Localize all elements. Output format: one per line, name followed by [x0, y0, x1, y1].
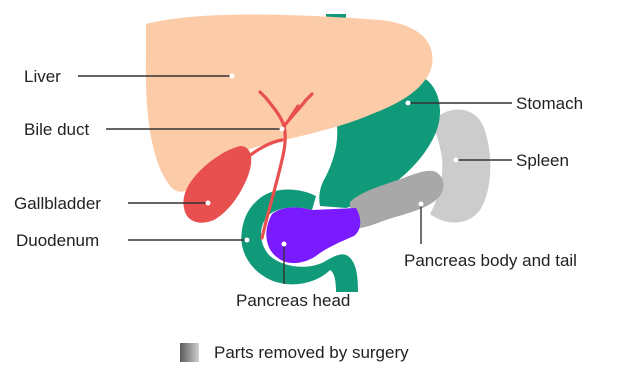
label-duodenum: Duodenum [16, 231, 99, 250]
label-bile-duct: Bile duct [24, 120, 89, 139]
label-stomach: Stomach [516, 94, 583, 113]
label-spleen: Spleen [516, 151, 569, 170]
legend-gradient-swatch [180, 343, 199, 362]
pancreas-head-shape [266, 207, 360, 263]
label-pancreas-body-tail: Pancreas body and tail [404, 251, 577, 270]
label-pancreas-head: Pancreas head [236, 291, 350, 310]
legend: Parts removed by surgery [180, 343, 409, 362]
label-liver: Liver [24, 67, 61, 86]
legend-text: Parts removed by surgery [214, 343, 409, 362]
label-gallbladder: Gallbladder [14, 194, 101, 213]
spleen-shape [430, 110, 490, 223]
